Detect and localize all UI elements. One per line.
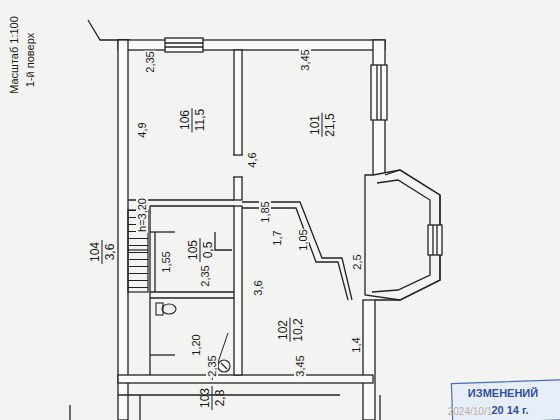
room-label: 1043,6 (86, 237, 119, 267)
room-area: 0,5 (201, 240, 215, 261)
room-number: 101 (308, 113, 323, 137)
room-area: 10,2 (291, 316, 305, 343)
room-number: 104 (88, 240, 103, 264)
room-label: 10121,5 (306, 108, 339, 141)
room-area: 11,5 (193, 107, 207, 133)
room-number: 103 (198, 386, 213, 410)
dimension: 2,5 (351, 253, 363, 270)
dimension: 4,9 (136, 121, 148, 138)
dimension: 2,35 (199, 264, 211, 287)
ceiling-height: h=3,20 (136, 197, 148, 233)
room-area: 3,6 (103, 242, 117, 263)
dimension: 1,05 (297, 228, 309, 251)
room-number: 105 (186, 238, 201, 262)
photo-timestamp: 2024/10/1 (447, 406, 494, 418)
dimension: 3,45 (299, 48, 311, 71)
room-label: 10611,5 (176, 104, 209, 136)
dimension: 3,6 (252, 279, 264, 296)
room-area: 2,8 (213, 388, 227, 409)
scale-note: Масштаб 1:100 (8, 15, 20, 95)
stamp-date: 20 14 г. (490, 404, 529, 416)
dimension: 4,6 (246, 151, 258, 168)
room-number: 102 (276, 318, 291, 342)
dimension: 2,35 (144, 50, 156, 73)
stamp-text: ИЗМЕНЕНИЙ (467, 387, 539, 399)
room-label: 1032,8 (196, 383, 229, 413)
dimension: 1,4 (350, 336, 362, 353)
floor-name: 1-й поверх (24, 32, 36, 88)
dimension: 3,45 (294, 354, 306, 377)
dimension: 1,85 (259, 200, 271, 223)
room-label: 10210,2 (274, 313, 307, 346)
room-number: 106 (178, 108, 193, 132)
room-label: 1050,5 (184, 235, 217, 265)
dimension: 1,7 (271, 229, 283, 246)
dimension: 1,55 (160, 250, 172, 273)
dimension: 2,35 (206, 354, 218, 377)
dimension: 1,20 (190, 333, 202, 356)
room-area: 21,5 (323, 111, 337, 138)
